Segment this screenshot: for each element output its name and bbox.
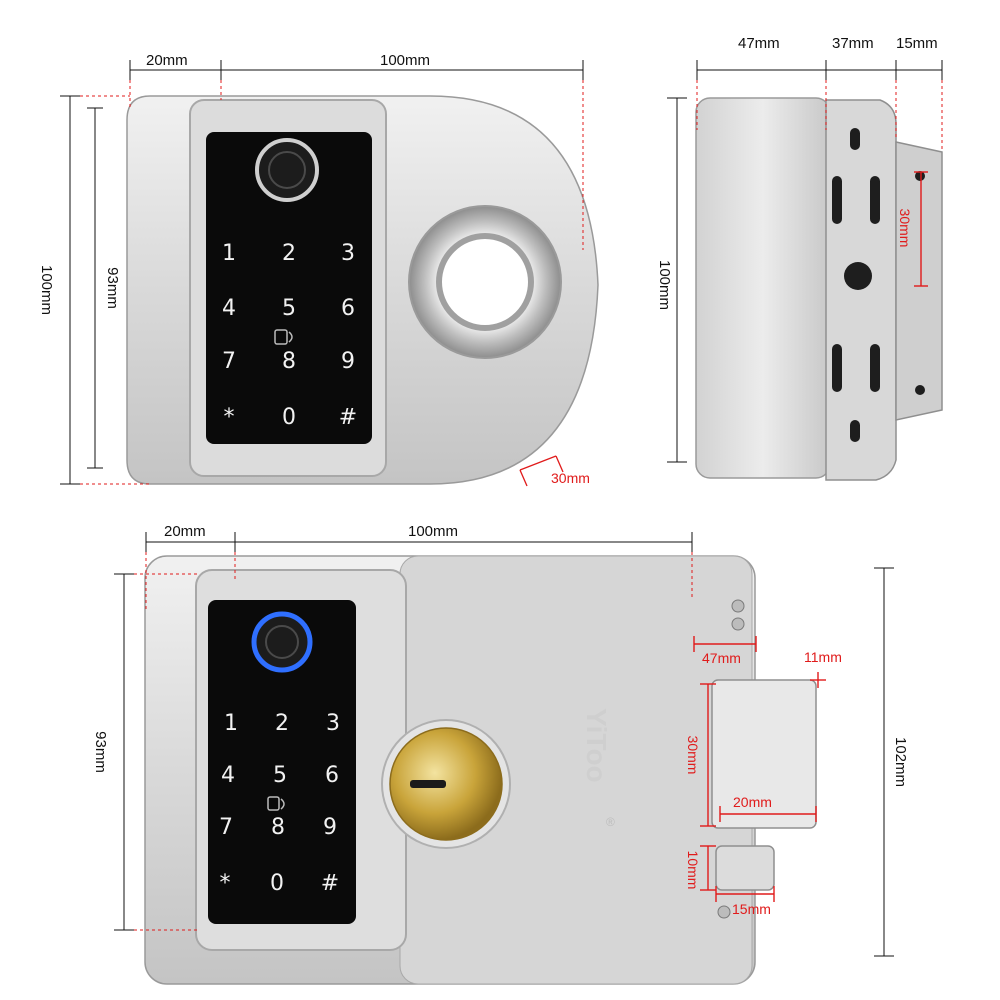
dim-bolt-width: 20mm <box>733 794 772 810</box>
keyhole-icon <box>410 780 446 788</box>
dim-body-width: 100mm <box>408 523 458 540</box>
keypad-panel <box>208 600 356 924</box>
dim-bracket-depth: 37mm <box>832 35 874 52</box>
dim-flange-width: 20mm <box>164 523 206 540</box>
registered-mark: ® <box>606 815 615 829</box>
dim-body-height: 102mm <box>892 737 909 787</box>
knob-hole <box>436 233 534 331</box>
mounting-bracket <box>825 99 897 481</box>
key-8: 8 <box>271 815 285 840</box>
key-7: 7 <box>219 815 233 840</box>
key-9: 9 <box>341 349 355 374</box>
dim-bolt-height: 30mm <box>685 736 701 775</box>
key-6: 6 <box>341 296 355 321</box>
front-view-bottom: 1 2 3 4 5 6 7 8 9 * 0 # YiToo ® <box>92 523 909 985</box>
fingerprint-sensor <box>251 611 313 673</box>
key-8: 8 <box>282 349 296 374</box>
keypad-panel <box>206 132 372 444</box>
key-hash: # <box>339 405 357 430</box>
dim-outer-height: 100mm <box>38 265 55 315</box>
key-1: 1 <box>224 711 238 736</box>
dim-body-depth: 47mm <box>738 35 780 52</box>
dim-bolt-offset: 11mm <box>804 649 842 665</box>
latch <box>715 845 775 891</box>
dim-keypad-height: 93mm <box>104 267 121 309</box>
dim-flange-width: 20mm <box>146 52 188 69</box>
side-body <box>695 97 831 479</box>
dim-knob-depth: 30mm <box>551 470 590 486</box>
key-5: 5 <box>273 763 287 788</box>
key-star: * <box>224 405 235 430</box>
key-star: * <box>220 871 231 896</box>
key-4: 4 <box>221 763 235 788</box>
key-9: 9 <box>323 815 337 840</box>
key-3: 3 <box>326 711 340 736</box>
key-0: 0 <box>282 405 296 430</box>
front-view-top: 1 2 3 4 5 6 7 8 9 * 0 # <box>38 52 599 487</box>
nfc-icon <box>274 329 293 345</box>
bracket-holes <box>832 128 925 442</box>
dim-side-height: 100mm <box>656 260 673 310</box>
key-6: 6 <box>325 763 339 788</box>
fingerprint-icon <box>265 625 299 659</box>
key-4: 4 <box>222 296 236 321</box>
key-5: 5 <box>282 296 296 321</box>
brand-logo: YiToo <box>581 708 612 783</box>
screw-icon <box>717 599 745 919</box>
fingerprint-icon <box>268 151 306 189</box>
side-view-top: 47mm 37mm 15mm 100mm 30mm <box>656 35 943 481</box>
dead-bolt <box>711 679 817 829</box>
fingerprint-sensor <box>255 138 319 202</box>
key-hash: # <box>321 871 339 896</box>
key-7: 7 <box>222 349 236 374</box>
nfc-icon <box>267 796 285 811</box>
key-2: 2 <box>282 241 296 266</box>
key-0: 0 <box>270 871 284 896</box>
dim-body-width: 100mm <box>380 52 430 69</box>
dim-hole-spacing: 30mm <box>897 209 913 248</box>
key-2: 2 <box>275 711 289 736</box>
dim-bolt-depth: 47mm <box>702 650 741 666</box>
key-3: 3 <box>341 241 355 266</box>
dim-plate-depth: 15mm <box>896 35 938 52</box>
dim-latch-height: 10mm <box>685 851 701 890</box>
dim-keypad-height: 93mm <box>92 731 109 773</box>
mounting-plate <box>895 141 943 421</box>
key-1: 1 <box>222 241 236 266</box>
dim-latch-width: 15mm <box>732 901 771 917</box>
